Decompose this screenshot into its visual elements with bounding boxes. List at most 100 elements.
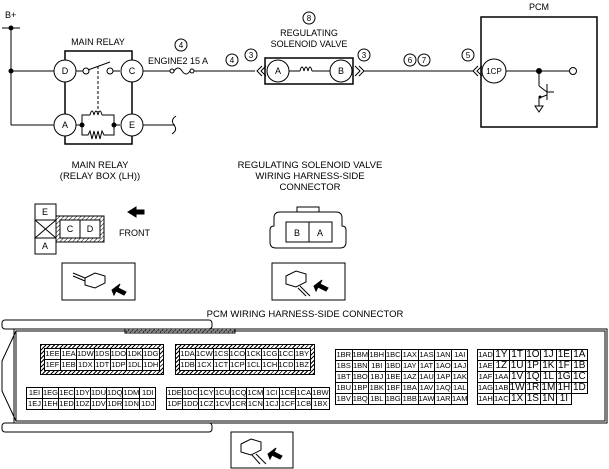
fuse-icon xyxy=(169,68,175,74)
pin-cell: 1EE xyxy=(44,348,61,360)
pin-cell: 1V xyxy=(508,371,526,383)
pin-cell: 1AT xyxy=(417,360,436,372)
pin-cell: 1DN xyxy=(122,398,141,410)
pin-cell: 1K xyxy=(540,360,557,372)
pin-cell: 1CA xyxy=(295,387,313,399)
pin-cell: 1S xyxy=(524,393,542,405)
pin-cell: 1DL xyxy=(126,359,144,371)
pin-cell: 1CI xyxy=(263,387,281,399)
pin-cell: 1Q xyxy=(524,371,542,383)
pin-cell: 1CW xyxy=(195,348,214,360)
pin-cell: 1EA xyxy=(60,348,77,360)
pin-cell: 1AH xyxy=(476,393,495,405)
pin-cell: 1AD xyxy=(476,349,495,361)
pin-cell: 1AV xyxy=(417,382,436,394)
relay-terminal-d xyxy=(53,59,77,83)
pin-cell: 1BP xyxy=(351,382,369,394)
solenoid-title-1: REGULATING xyxy=(280,28,338,38)
pin-cell: 1AP xyxy=(434,371,452,383)
pin-cell: 1BO xyxy=(351,371,369,383)
pcm-title: PCM xyxy=(529,2,549,12)
sol-terminal-b-label: B xyxy=(338,66,344,76)
pin-cell: 1DZ xyxy=(74,398,92,410)
pin-cell: 1P xyxy=(524,360,542,372)
pin-cell: 1AY xyxy=(401,360,419,372)
pin-cell: 1DY xyxy=(74,387,92,399)
solenoid-terminal-b xyxy=(329,59,353,83)
solenoid-box xyxy=(264,57,354,85)
pin-cell: 1DK xyxy=(126,348,144,360)
pin-cell: 1DI xyxy=(139,387,157,399)
pin-cell: 1CD xyxy=(277,359,295,371)
front-label: FRONT xyxy=(119,228,150,238)
pin-cell: 1DW xyxy=(76,348,95,360)
pin-cell: 1CK xyxy=(245,348,263,360)
pin-cell: 1CX xyxy=(195,359,214,371)
solenoid-title-2: SOLENOID VALVE xyxy=(271,39,348,49)
pin-cell: 1EF xyxy=(44,359,61,371)
relay-connector-title: MAIN RELAY (RELAY BOX (LH)) xyxy=(40,160,160,182)
pin-cell: 1CL xyxy=(245,359,263,371)
pin-cell: 1CF xyxy=(279,398,297,410)
main-relay-box xyxy=(64,50,133,145)
relay-view-icon xyxy=(61,262,136,301)
pcm-latch-top xyxy=(1,319,213,330)
pin-cell: 1DG xyxy=(142,348,160,360)
pin-cell: 1DF xyxy=(166,398,183,410)
pin-cell: 1CZ xyxy=(198,398,216,410)
solenoid-connector-title-2: WIRING HARNESS-SIDE xyxy=(255,171,365,182)
pin-cell: 1C xyxy=(571,371,588,383)
pin-cell: 1DU xyxy=(90,387,108,399)
pin-cell: 1CS xyxy=(212,348,230,360)
pin-cell: 1BD xyxy=(384,360,402,372)
relay-connector-title-2: (RELAY BOX (LH)) xyxy=(59,171,141,182)
pin-cell: 1W xyxy=(508,382,526,394)
pin-cell: 1EI xyxy=(26,387,43,399)
pin-cell: 1BN xyxy=(351,360,369,372)
pin-cell: 1M xyxy=(540,382,557,394)
pin-cell: 1BY xyxy=(293,348,311,360)
ref-4b: 4 xyxy=(230,56,235,65)
fuse-label: ENGINE2 15 A xyxy=(148,56,208,66)
pin-cell: 1N xyxy=(540,393,557,405)
pin-cell: 1AG xyxy=(476,382,495,394)
pin-cell: 1DS xyxy=(93,348,111,360)
pin-cell: 1AC xyxy=(493,393,510,405)
pin-cell: 1DT xyxy=(93,359,111,371)
terminal-d-label: D xyxy=(62,66,69,76)
sol-face-b: B xyxy=(294,228,300,238)
pin-cell: 1DH xyxy=(142,359,160,371)
pin-cell: 1CV xyxy=(214,398,232,410)
relay-face-e: E xyxy=(42,207,48,217)
pin-cell: 1H xyxy=(555,382,573,394)
solenoid-connector-title: REGULATING SOLENOID VALVE WIRING HARNESS… xyxy=(220,160,400,193)
pin-cell: 1CC xyxy=(277,348,295,360)
solenoid-connector-title-3: CONNECTOR xyxy=(279,182,341,193)
pcm-view-icon xyxy=(230,431,294,469)
pin-cell: 1AE xyxy=(476,360,495,372)
pin-cell: 1CE xyxy=(279,387,297,399)
terminal-e-label: E xyxy=(129,120,135,130)
pin-cell: 1BJ xyxy=(368,371,386,383)
pin-cell: 1B xyxy=(571,360,588,372)
pin-cell: 1E xyxy=(555,349,573,361)
transistor-icon xyxy=(538,85,548,93)
pin-cell: 1AU xyxy=(417,371,436,383)
pin-cell: 1DJ xyxy=(139,398,157,410)
pin-cell: 1AI xyxy=(450,349,469,361)
solenoid-connector-title-1: REGULATING SOLENOID VALVE xyxy=(237,160,383,171)
solenoid-connector-housing xyxy=(269,211,347,249)
pin-cell: 1EJ xyxy=(26,398,43,410)
